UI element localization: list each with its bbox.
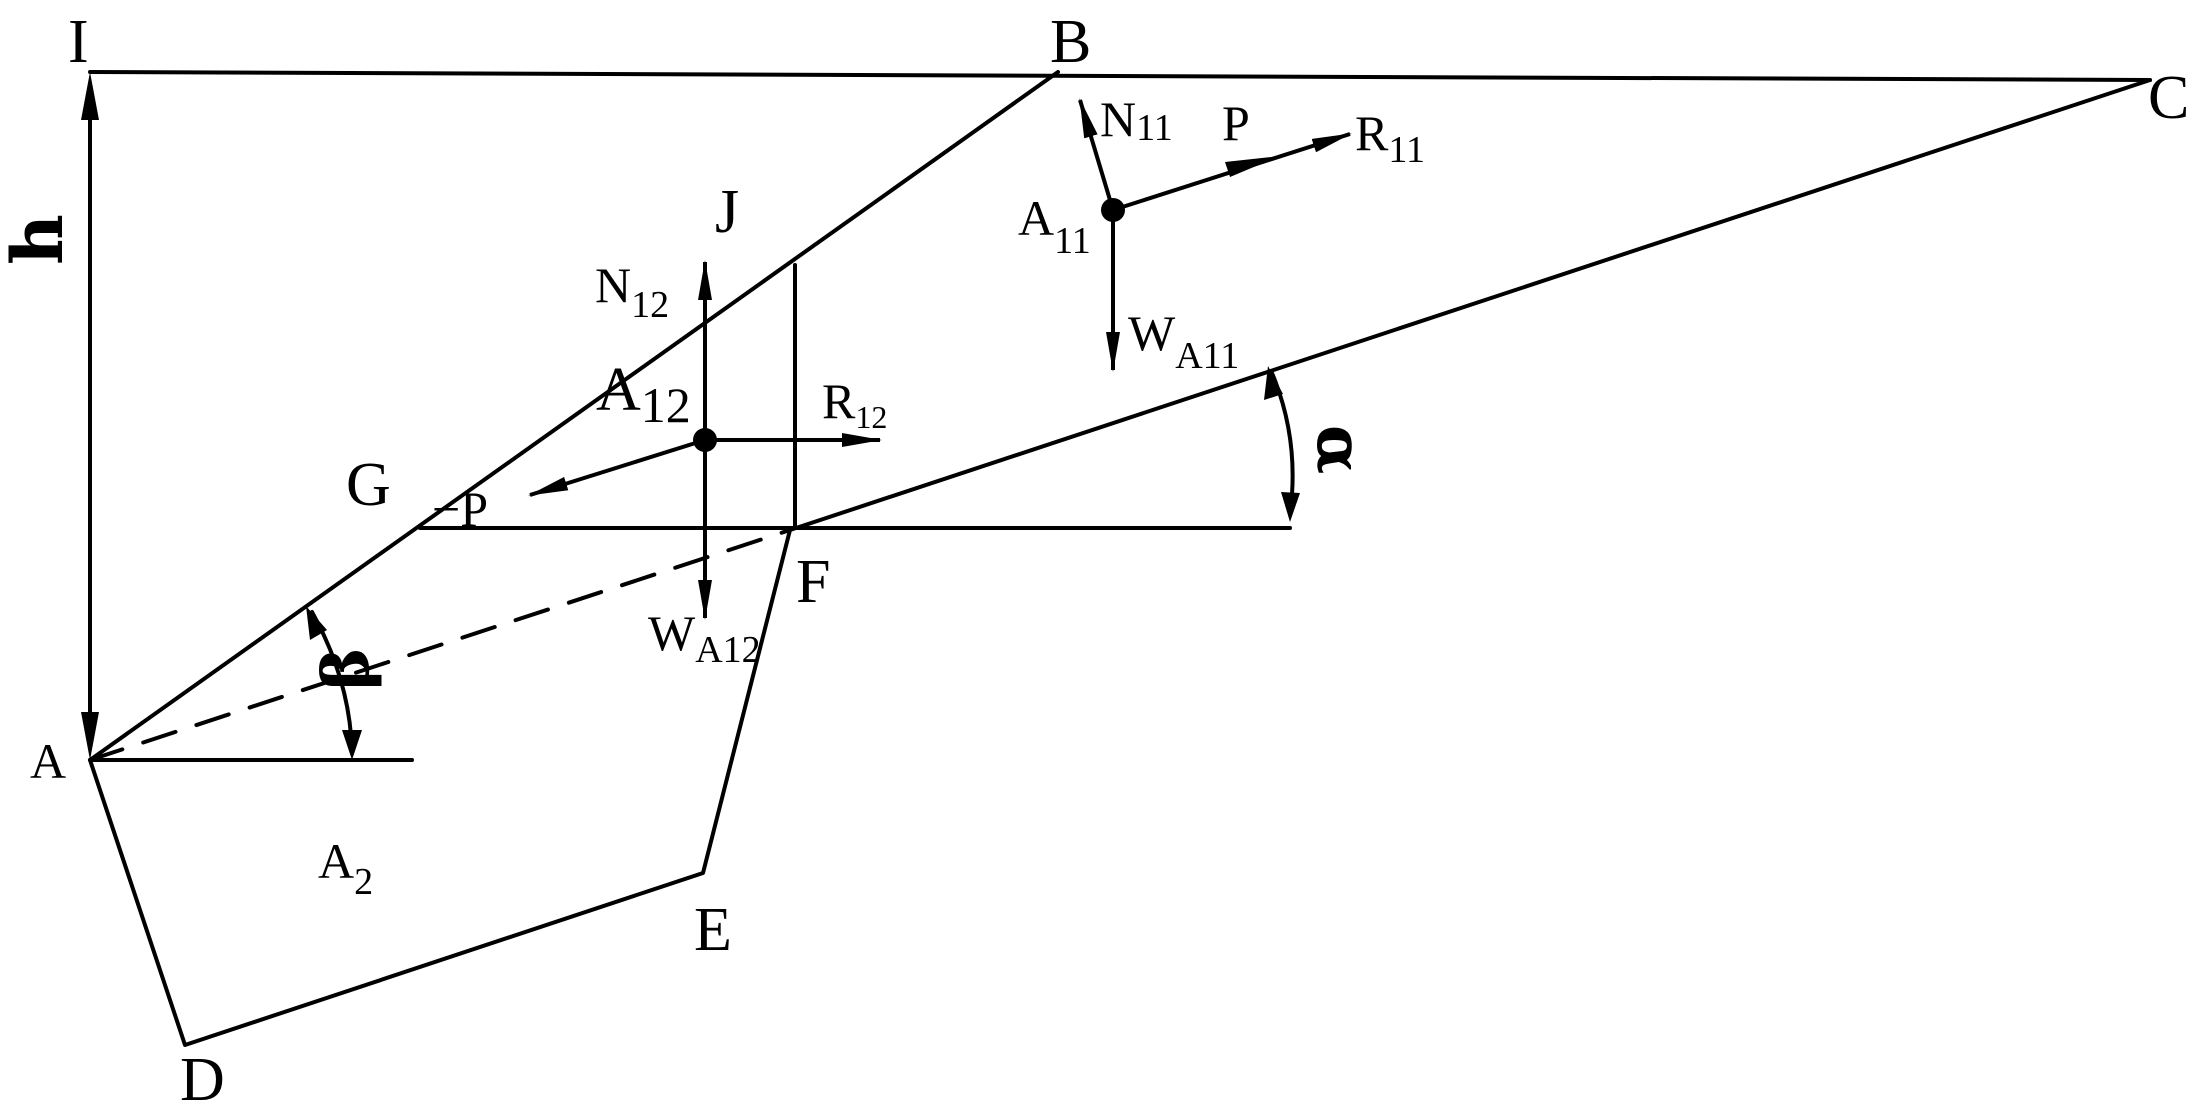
force-label-R12-sub: 12	[855, 399, 887, 435]
force-negP-arrow	[528, 438, 706, 497]
force-label-A12: A12	[596, 356, 691, 433]
force-label-N11: N11	[1100, 91, 1173, 149]
force-label-A11-main: A	[1018, 190, 1054, 246]
force-label-WA11-sub: A11	[1175, 335, 1239, 377]
polygon-ADEF	[88, 528, 792, 1047]
force-label-R12-main: R	[822, 373, 856, 429]
label-A: A	[30, 733, 66, 789]
force-label-P: P	[1222, 95, 1250, 151]
force-label-N12-main: N	[595, 257, 631, 313]
force-label-WA12: WA12	[648, 605, 761, 671]
line-FC	[788, 78, 2152, 532]
force-label-WA11: WA11	[1128, 305, 1239, 377]
force-label-N11-main: N	[1100, 91, 1136, 147]
height-arrow-head-top	[81, 72, 99, 120]
label-E: E	[694, 896, 732, 964]
beta-label: β	[309, 648, 384, 691]
label-J: J	[715, 178, 739, 246]
alpha-arc-head-top	[1264, 366, 1283, 400]
label-D: D	[180, 1046, 225, 1114]
label-F: F	[796, 548, 830, 616]
force-label-R11-sub: 11	[1388, 129, 1425, 171]
force-N11-arrow	[1078, 98, 1115, 211]
alpha-label: α	[1302, 425, 1377, 474]
force-label-N11-sub: 11	[1136, 107, 1173, 149]
force-label-R11-main: R	[1355, 105, 1389, 161]
slope-line-AB	[88, 70, 1060, 762]
force-label-A11-sub: 11	[1054, 220, 1091, 262]
force-label-negP: −P	[432, 481, 488, 537]
force-label-R12: R12	[822, 373, 887, 435]
label-I: I	[68, 8, 89, 76]
force-label-WA12-sub: A12	[695, 629, 760, 671]
region-label-A2-main: A	[318, 833, 354, 889]
label-B: B	[1050, 8, 1091, 76]
height-label: h	[0, 214, 79, 265]
top-line-IC	[88, 70, 2152, 82]
region-label-A2: A2	[318, 833, 373, 903]
force-label-N12-sub: 12	[631, 284, 669, 326]
beta-arc-head-top	[306, 606, 327, 640]
force-label-R11: R11	[1355, 105, 1425, 171]
force-label-A12-sub: 12	[641, 377, 691, 433]
label-C: C	[2148, 64, 2189, 132]
force-label-WA12-main: W	[648, 605, 696, 661]
force-label-A11: A11	[1018, 190, 1091, 262]
beta-arc-head-bottom	[342, 730, 362, 760]
force-label-WA11-main: W	[1128, 305, 1176, 361]
height-arrow-head-bottom	[81, 712, 99, 760]
force-label-N12: N12	[595, 257, 669, 326]
region-label-A2-sub: 2	[354, 861, 373, 903]
alpha-arc-head-bottom	[1281, 492, 1300, 522]
force-P-arrow-head	[1225, 156, 1280, 177]
label-G: G	[346, 451, 391, 519]
force-label-A12-main: A	[596, 356, 641, 424]
dashed-line-AF	[88, 528, 792, 762]
